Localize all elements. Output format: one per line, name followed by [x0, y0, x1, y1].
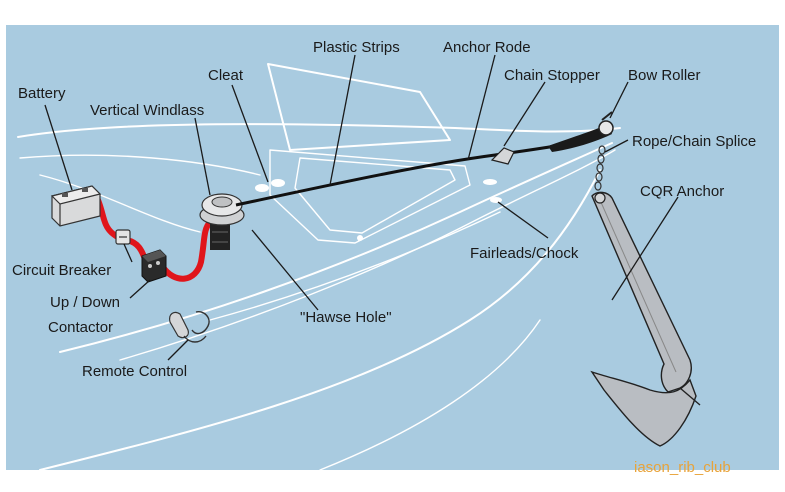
windlass-icon	[199, 193, 245, 250]
contactor-icon	[141, 249, 167, 283]
leader-lines	[44, 54, 679, 361]
label-hawse-hole: "Hawse Hole"	[300, 309, 392, 326]
label-vertical-windlass: Vertical Windlass	[90, 102, 204, 119]
label-circuit-breaker: Circuit Breaker	[12, 262, 111, 279]
label-cqr-anchor: CQR Anchor	[640, 183, 724, 200]
label-anchor-rode: Anchor Rode	[443, 39, 531, 56]
label-battery: Battery	[18, 85, 66, 102]
boat-hull-outline	[17, 63, 621, 471]
label-plastic-strips: Plastic Strips	[313, 39, 400, 56]
remote-control-icon	[169, 311, 210, 343]
circuit-breaker-icon	[115, 229, 131, 245]
label-up-down-contactor-line2: Contactor	[48, 319, 113, 336]
anchor-chain	[594, 145, 606, 191]
battery-icon	[50, 185, 102, 227]
label-up-down-contactor-line1: Up / Down	[50, 294, 120, 311]
label-rope-chain-splice: Rope/Chain Splice	[632, 133, 756, 150]
label-chain-stopper: Chain Stopper	[504, 67, 600, 84]
cqr-anchor-icon	[590, 191, 701, 447]
label-bow-roller: Bow Roller	[628, 67, 701, 84]
label-cleat: Cleat	[208, 67, 244, 84]
chain-stopper-icon	[490, 147, 515, 165]
label-fairleads-chock: Fairleads/Chock	[470, 245, 579, 262]
contactor-wire	[159, 219, 213, 282]
bow-roller-icon	[548, 111, 614, 152]
watermark-text: iason_rib_club	[634, 459, 731, 476]
label-remote-control: Remote Control	[82, 363, 187, 380]
